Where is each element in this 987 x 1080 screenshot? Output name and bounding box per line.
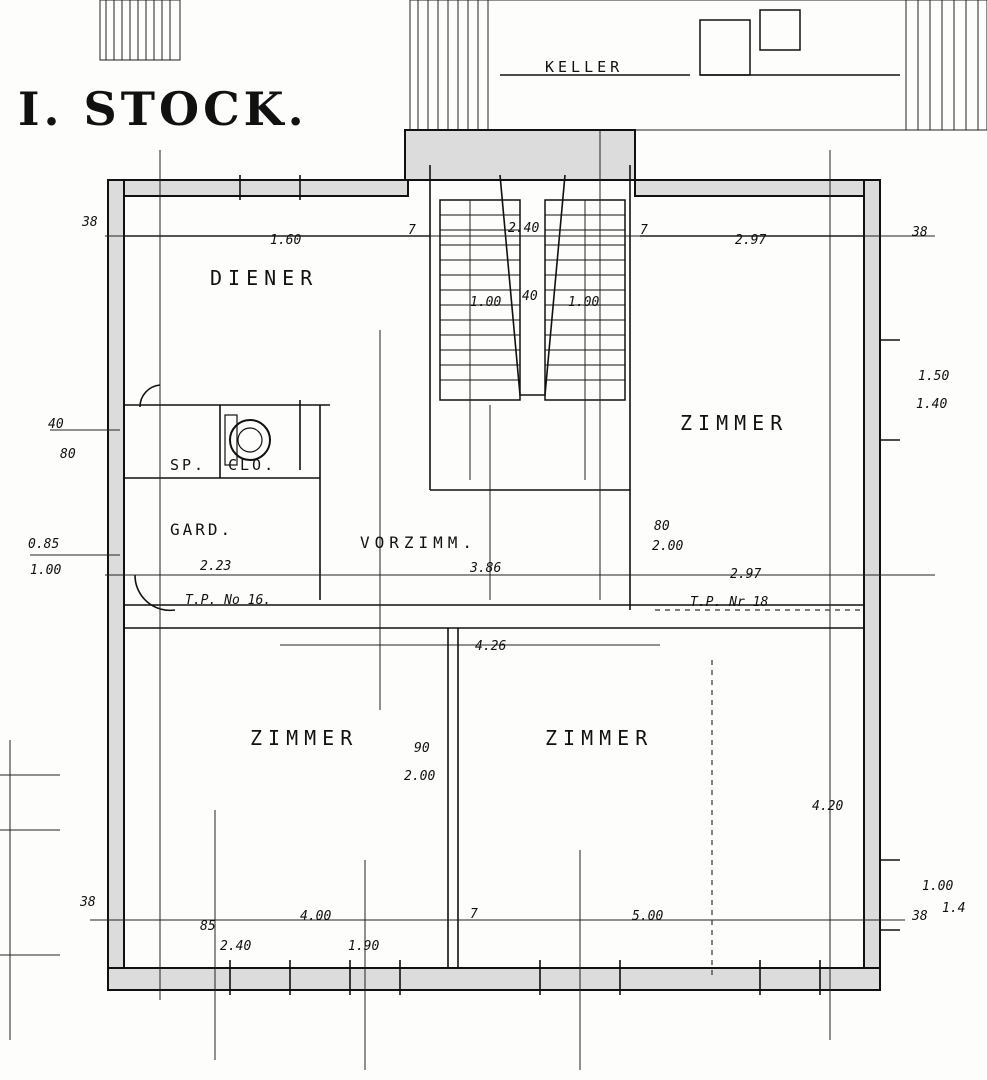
- dim-2-97-top: 2.97: [735, 233, 766, 248]
- window-marks: [229, 175, 900, 995]
- dim-1-00-br: 1.00: [922, 879, 953, 894]
- outer-walls: [107, 129, 881, 991]
- room-label-clo: CLO.: [228, 456, 276, 474]
- dim-0-90: 90: [414, 741, 430, 756]
- dim-1-00-b: 1.00: [568, 295, 599, 310]
- dim-4-20: 4.20: [812, 799, 843, 814]
- dim-0-85: 0.85: [28, 537, 59, 552]
- dim-0-40: 40: [48, 417, 64, 432]
- dim-3-86: 3.86: [469, 561, 501, 576]
- toilet-fixture: [224, 414, 271, 466]
- dim-2-00-b: 2.00: [404, 769, 435, 784]
- room-label-zimmer-mid: ZIMMER: [545, 726, 653, 750]
- dim-40: 40: [522, 289, 538, 304]
- plan-title: I. STOCK.: [18, 82, 308, 136]
- dim-2-00-a: 2.00: [652, 539, 683, 554]
- dim-1-4: 1.4: [942, 901, 965, 916]
- door-swings: [134, 384, 301, 612]
- room-label-vorzimm: VORZIMM.: [360, 533, 477, 552]
- dim-tp-16: T.P. No 16.: [185, 593, 271, 608]
- dim-4-26: 4.26: [475, 639, 506, 654]
- dim-38-bottom-left: 38: [79, 895, 96, 910]
- dim-80: 80: [654, 519, 670, 534]
- dim-1-60: 1.60: [270, 233, 301, 248]
- hatch-top-right: [409, 0, 987, 131]
- room-label-diener: DIENER: [210, 266, 318, 290]
- dim-38-top-right: 38: [911, 225, 928, 240]
- room-label-sp: SP.: [170, 456, 206, 474]
- dim-1-00-left: 1.00: [30, 563, 61, 578]
- dim-2-40-b: 2.40: [220, 939, 251, 954]
- dim-38-top-left: 38: [81, 215, 98, 230]
- hatch-top-left: [99, 0, 181, 61]
- dim-0-80: 80: [60, 447, 76, 462]
- dim-2-97-mid: 2.97: [730, 567, 761, 582]
- dimension-lines: [0, 130, 935, 1070]
- dim-2-23: 2.23: [200, 559, 231, 574]
- dim-38-bottom-right: 38: [911, 909, 928, 924]
- dim-1-00-a: 1.00: [470, 295, 501, 310]
- dim-7-a: 7: [408, 223, 416, 238]
- room-label-keller: KELLER: [545, 58, 623, 76]
- dim-7-b: 7: [640, 223, 648, 238]
- staircase: [439, 174, 626, 401]
- dim-4-00: 4.00: [300, 909, 331, 924]
- room-label-gard: GARD.: [170, 520, 233, 539]
- room-label-zimmer-left: ZIMMER: [250, 726, 358, 750]
- dim-tp-18: T.P. Nr 18: [690, 595, 768, 610]
- dim-1-90: 1.90: [348, 939, 379, 954]
- dim-5-00: 5.00: [632, 909, 663, 924]
- dim-1-50: 1.50: [918, 369, 949, 384]
- dim-85: 85: [200, 919, 216, 934]
- dim-1-40-right: 1.40: [916, 397, 947, 412]
- room-label-zimmer-right: ZIMMER: [680, 411, 788, 435]
- dim-2-40: 2.40: [508, 221, 539, 236]
- dim-7-c: 7: [470, 907, 478, 922]
